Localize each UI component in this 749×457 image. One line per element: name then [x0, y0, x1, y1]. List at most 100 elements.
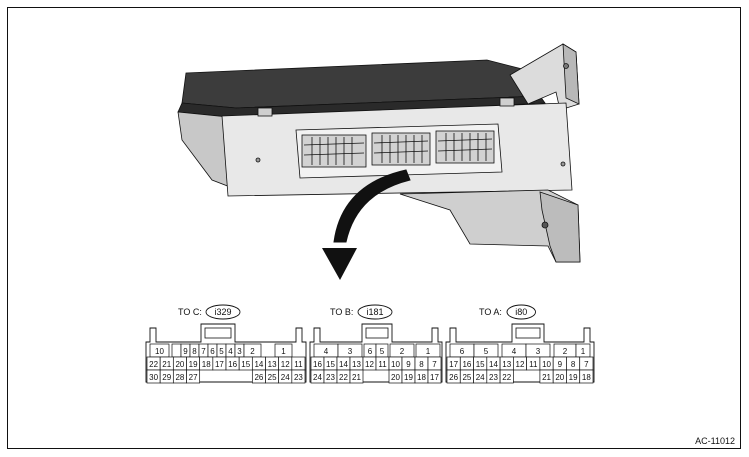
pin-cell [427, 369, 442, 384]
pin-number: 27 [189, 373, 198, 382]
pin-number: 10 [542, 360, 551, 369]
mounting-hole [541, 221, 549, 229]
pin-number: 18 [417, 373, 426, 382]
reference-code: AC-11012 [695, 436, 735, 446]
pin-number: 26 [254, 373, 263, 382]
pin-number: 2 [400, 347, 405, 356]
connector-label: TO A: [479, 307, 502, 317]
mounting-hole [563, 63, 569, 69]
pin-number: 13 [502, 360, 511, 369]
pin-number: 5 [219, 347, 224, 356]
pin-cell [349, 369, 364, 384]
pin-cell [171, 343, 182, 358]
screw-boss [499, 97, 515, 107]
pin-number: 22 [502, 373, 511, 382]
module-lower-bracket-face [539, 191, 581, 263]
pin-number: 14 [339, 360, 348, 369]
pin-number: 29 [162, 373, 171, 382]
connector-latch [365, 327, 389, 339]
pin-number: 9 [183, 347, 188, 356]
pin-number: 2 [250, 347, 255, 356]
pin-number: 12 [365, 360, 374, 369]
pin-number: 26 [449, 373, 458, 382]
pin-number: 4 [324, 347, 329, 356]
connector-code: i329 [214, 307, 231, 317]
pin-number: 11 [529, 360, 538, 369]
connector-code-oval [506, 304, 536, 320]
pin-number: 3 [237, 347, 242, 356]
pin-number: 6 [368, 347, 373, 356]
pin-number: 20 [391, 373, 400, 382]
pin-number: 3 [348, 347, 353, 356]
socket-c [301, 134, 367, 168]
pin-number: 6 [460, 347, 465, 356]
pin-number: 11 [378, 360, 387, 369]
pin-number: 21 [352, 373, 361, 382]
pin-number: 8 [192, 347, 197, 356]
socket-a [435, 130, 495, 164]
pin-number: 23 [294, 373, 303, 382]
pin-number: 12 [516, 360, 525, 369]
connector-latch [204, 327, 232, 339]
pin-number: 13 [352, 360, 361, 369]
pin-number: 25 [268, 373, 277, 382]
pin-number: 7 [432, 360, 437, 369]
pin-number: 17 [449, 360, 458, 369]
pin-number: 24 [476, 373, 485, 382]
pin-number: 15 [476, 360, 485, 369]
connector-label: TO C: [178, 307, 202, 317]
pin-number: 13 [268, 360, 277, 369]
pin-number: 28 [175, 373, 184, 382]
socket-b [371, 132, 431, 166]
pin-number: 15 [326, 360, 335, 369]
connector-code: i181 [366, 307, 383, 317]
pin-number: 24 [281, 373, 290, 382]
pin-number: 30 [149, 373, 158, 382]
mounting-bracket-side [562, 43, 580, 105]
pin-number: 18 [202, 360, 211, 369]
pin-number: 7 [584, 360, 589, 369]
pin-number: 19 [189, 360, 198, 369]
front-face-hole [255, 157, 261, 163]
pin-number: 4 [228, 347, 233, 356]
connector-code: i80 [515, 307, 527, 317]
pin-number: 9 [558, 360, 563, 369]
screw-boss [257, 107, 273, 117]
pin-number: 10 [391, 360, 400, 369]
pin-number: 25 [462, 373, 471, 382]
pin-cell [291, 369, 306, 384]
pin-number: 23 [326, 373, 335, 382]
pin-number: 5 [380, 347, 385, 356]
pin-number: 1 [426, 347, 431, 356]
connector-code-oval [357, 304, 393, 320]
pin-number: 21 [542, 373, 551, 382]
pin-number: 20 [555, 373, 564, 382]
pin-cell [499, 369, 514, 384]
pin-number: 8 [571, 360, 576, 369]
pin-number: 3 [536, 347, 541, 356]
pin-number: 12 [281, 360, 290, 369]
pin-number: 16 [228, 360, 237, 369]
pin-number: 1 [281, 347, 286, 356]
pin-number: 5 [484, 347, 489, 356]
pin-number: 22 [149, 360, 158, 369]
pin-number: 8 [419, 360, 424, 369]
pin-number: 20 [175, 360, 184, 369]
pin-cell [579, 369, 594, 384]
pin-number: 18 [582, 373, 591, 382]
pin-number: 1 [581, 347, 586, 356]
control-module-illustration [177, 43, 581, 263]
pin-number: 17 [215, 360, 224, 369]
connector-label: TO B: [330, 307, 353, 317]
pin-number: 19 [404, 373, 413, 382]
pin-number: 16 [313, 360, 322, 369]
pin-number: 22 [339, 373, 348, 382]
pin-number: 10 [155, 347, 164, 356]
pin-number: 21 [162, 360, 171, 369]
pin-number: 14 [489, 360, 498, 369]
pin-number: 23 [489, 373, 498, 382]
pin-number: 14 [254, 360, 263, 369]
pin-number: 15 [241, 360, 250, 369]
